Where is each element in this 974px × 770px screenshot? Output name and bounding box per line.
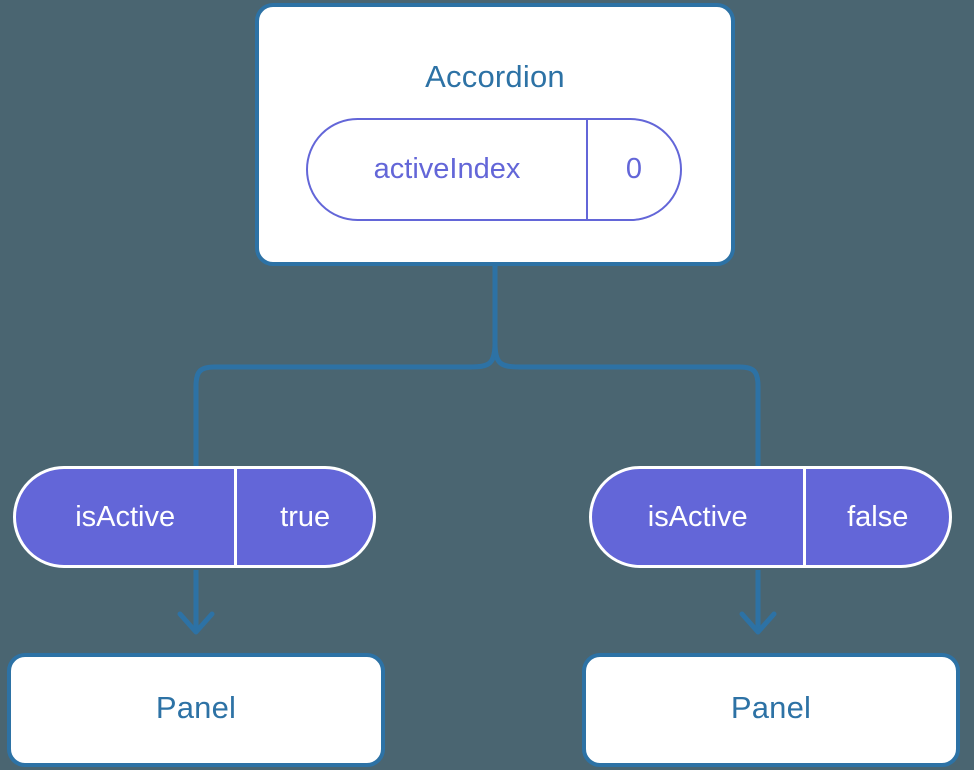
- accordion-state-value: 0: [586, 120, 680, 219]
- connector-branch-left: [193, 340, 498, 471]
- left-panel-component-card: Panel: [7, 653, 385, 767]
- accordion-state-pill: activeIndex 0: [306, 118, 682, 221]
- accordion-title: Accordion: [425, 59, 565, 94]
- arrow-right-pill-to-panel: [739, 570, 777, 635]
- left-isactive-value: true: [234, 469, 373, 565]
- right-panel-title: Panel: [730, 690, 812, 725]
- accordion-state-key: activeIndex: [373, 153, 521, 185]
- right-isactive-key: isActive: [647, 500, 748, 533]
- arrow-left-pill-to-panel: [177, 570, 215, 635]
- left-isactive-prop-pill: isActive true: [13, 466, 376, 568]
- right-isactive-prop-pill: isActive false: [589, 466, 952, 568]
- left-isactive-key: isActive: [75, 500, 176, 533]
- right-isactive-value: false: [803, 469, 949, 565]
- connector-branch-right: [492, 340, 761, 471]
- right-panel-component-card: Panel: [582, 653, 960, 767]
- left-panel-title: Panel: [155, 690, 237, 725]
